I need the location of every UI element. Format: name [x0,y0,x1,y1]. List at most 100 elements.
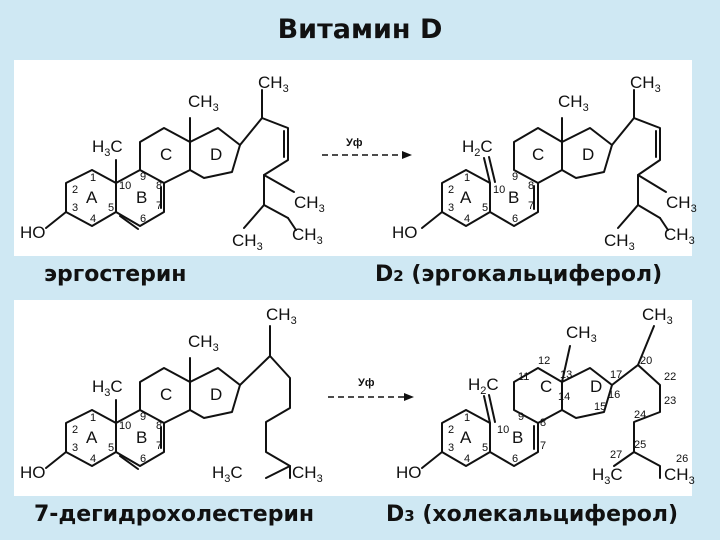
atom-number: 10 [119,420,131,432]
atom-number: 4 [90,453,96,465]
ring-label-b: B [512,428,523,447]
atom-number: 6 [140,453,146,465]
label-h3c: H3C [92,137,123,159]
uv-label: Уф [358,377,375,389]
ring-label-a: A [86,188,98,207]
atom-number: 6 [140,213,146,225]
atom-number: 11 [518,371,529,383]
atom-number: 3 [448,442,454,454]
label-ch3: CH3 [664,225,695,247]
label-h2c: H2C [462,137,493,159]
atom-number: 2 [448,424,454,436]
label-ho: HO [392,223,418,242]
caption-d2-prefix: D [375,262,394,287]
label-ch3: CH3 [630,73,661,95]
label-ch3: CH3 [292,225,323,247]
atom-number: 10 [119,180,131,192]
structure-ergocalciferol: CH3 CH3 H2C CH3 CH3 CH3 HO A B C D 1 2 3… [392,73,697,253]
ring-label-c: C [160,145,172,164]
atom-number: 9 [518,411,524,423]
label-ch3: CH3 [266,305,297,327]
atom-number: 27 [610,449,622,461]
ring-label-d: D [590,377,602,396]
structure-cholecalciferol: CH3 CH3 H2C H3C CH3 HO A B C D 1 2 3 4 5… [396,305,695,487]
atom-number: 3 [448,202,454,214]
panel-vitamin-d3 [14,300,692,496]
label-ch3: CH3 [666,193,697,215]
atom-number: 1 [464,172,470,184]
atom-number: 13 [560,369,572,381]
caption-d3-name: (холекальциферол) [414,502,679,527]
atom-number: 5 [482,442,488,454]
atom-number: 5 [482,202,488,214]
label-ho: HO [20,463,46,482]
atom-number: 9 [140,411,146,423]
uv-arrow-bottom: Уф [328,377,414,401]
structure-ergosterol: CH3 CH3 H3C CH3 CH3 CH3 HO A B C D 1 2 3… [20,73,325,253]
atom-number: 26 [676,453,688,465]
atom-number: 7 [528,200,534,212]
label-h3c: H3C [92,377,123,399]
atom-number: 12 [538,355,550,367]
caption-dehydrocholesterol: 7-дегидрохолестерин [34,502,315,527]
ring-label-d: D [582,145,594,164]
atom-number: 4 [464,453,470,465]
label-ch3: CH3 [664,465,695,487]
atom-number: 16 [608,389,620,401]
atom-number: 24 [634,409,646,421]
label-ch3: CH3 [258,73,289,95]
uv-arrow-top: Уф [322,137,412,159]
label-ho: HO [396,463,422,482]
atom-number: 6 [512,453,518,465]
label-ch3: CH3 [604,231,635,253]
atom-number: 3 [72,442,78,454]
atom-number: 7 [540,440,546,452]
label-ch3: CH3 [188,92,219,114]
atom-number: 1 [90,412,96,424]
atom-number: 7 [156,200,162,212]
atom-number: 20 [640,355,652,367]
atom-number: 14 [558,391,570,403]
caption-ergosterol: эргостерин [44,262,187,287]
label-h3c: H3C [212,463,243,485]
atom-number: 17 [610,369,622,381]
ring-label-a: A [460,428,472,447]
atom-number: 8 [528,180,534,192]
atom-number: 8 [156,420,162,432]
caption-d3-sub: 3 [404,507,415,525]
atom-number: 15 [594,401,606,413]
ring-label-d: D [210,385,222,404]
atom-number: 10 [493,184,505,196]
atom-number: 22 [664,371,676,383]
page-title: Витамин D [277,14,443,45]
ring-label-a: A [460,188,472,207]
atom-number: 5 [108,202,114,214]
ring-label-b: B [136,188,147,207]
ring-label-d: D [210,145,222,164]
ring-label-c: C [540,377,552,396]
ring-label-a: A [86,428,98,447]
atom-number: 8 [540,417,546,429]
atom-number: 25 [634,439,646,451]
atom-number: 1 [90,172,96,184]
uv-label: Уф [346,137,363,149]
label-ch3: CH3 [642,305,673,327]
label-ho: HO [20,223,46,242]
label-ch3: CH3 [188,332,219,354]
ring-label-c: C [160,385,172,404]
atom-number: 2 [448,184,454,196]
atom-number: 10 [497,424,509,436]
atom-number: 9 [512,171,518,183]
label-ch3: CH3 [294,193,325,215]
label-ch3: CH3 [292,463,323,485]
ring-label-b: B [508,188,519,207]
atom-number: 8 [156,180,162,192]
label-ch3: CH3 [232,231,263,253]
label-h3c: H3C [592,465,623,487]
caption-d2-name: (эргокальциферол) [403,262,663,287]
label-ch3: CH3 [566,323,597,345]
structure-7-dehydrocholesterol: CH3 CH3 H3C H3C CH3 HO A B C D 1 2 3 4 5… [20,305,323,485]
atom-number: 1 [464,412,470,424]
ring-label-b: B [136,428,147,447]
